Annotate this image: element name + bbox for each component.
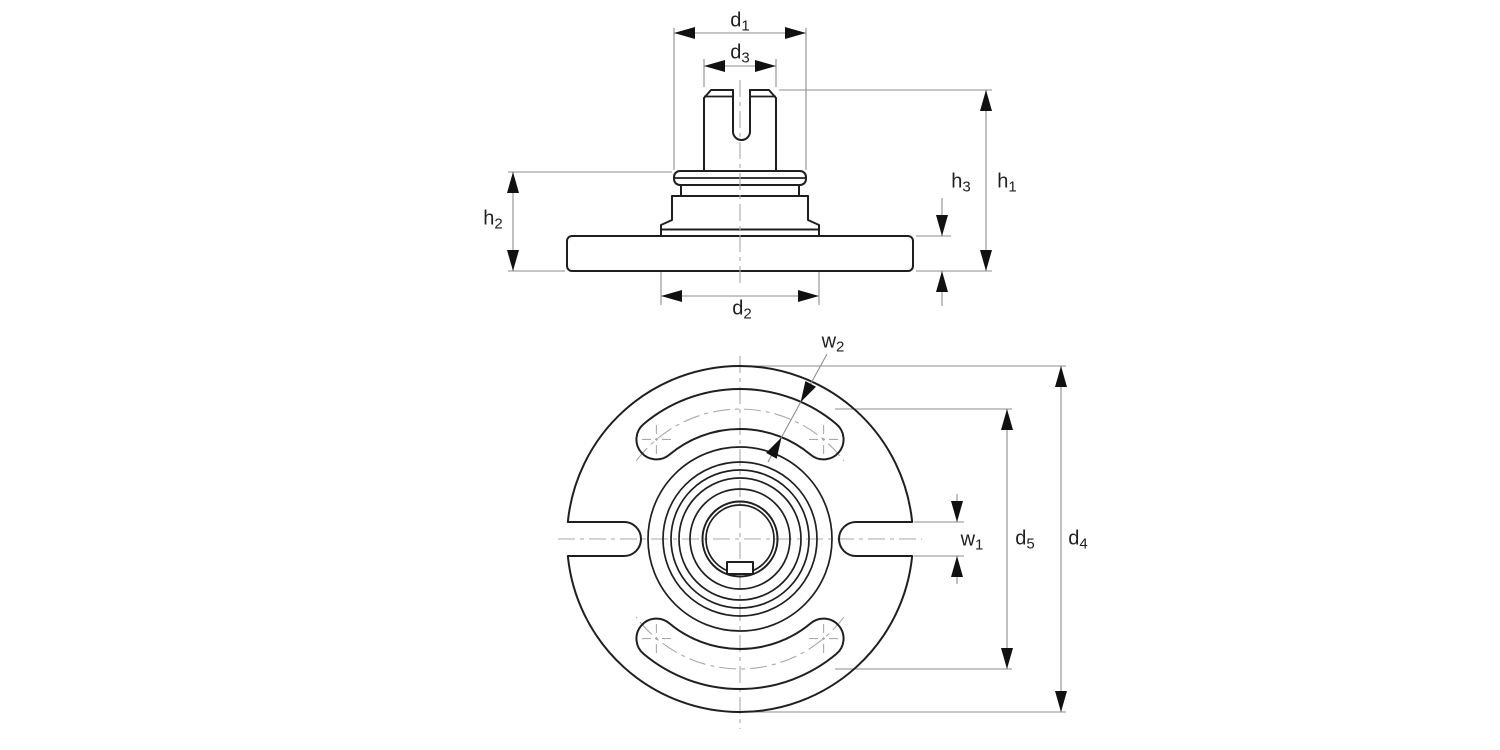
label-d4: d4: [1068, 529, 1087, 552]
arrow-d3-left: [704, 60, 725, 72]
keyway-notch: [726, 561, 754, 575]
kidney-slot-bottom: [635, 617, 845, 690]
bottom-view: [558, 353, 1067, 729]
label-w1-base: w: [960, 528, 976, 551]
label-h1: h1: [997, 172, 1016, 195]
flange-outer-contour-with-notches: [566, 365, 914, 713]
label-d4-base: d: [1068, 527, 1080, 550]
label-d2-sub: 2: [743, 305, 752, 323]
label-h2-base: h: [483, 207, 495, 230]
label-h2: h2: [483, 209, 502, 232]
label-d4-sub: 4: [1079, 535, 1088, 553]
label-w1: w1: [961, 530, 984, 553]
label-h1-sub: 1: [1008, 178, 1017, 196]
boss-circle-3: [670, 469, 810, 609]
arrow-d1-left: [674, 27, 695, 39]
slot-end-center-marks: [642, 425, 838, 653]
label-h3-sub: 3: [962, 178, 971, 196]
arrow-w2-inner: [766, 437, 782, 459]
label-d5: d5: [1015, 529, 1034, 552]
label-w1-sub: 1: [975, 536, 984, 554]
arrow-d2-right: [798, 290, 819, 302]
label-d1-sub: 1: [741, 17, 750, 35]
label-d3-base: d: [730, 41, 742, 64]
arrow-d3-right: [755, 60, 776, 72]
arrow-d5-bottom: [1001, 648, 1013, 669]
label-d3-sub: 3: [741, 49, 750, 67]
label-d2: d2: [732, 299, 751, 322]
label-w2-sub: 2: [836, 338, 845, 356]
stud-outline-left: [703, 89, 734, 172]
stud-slot: [732, 89, 751, 141]
arrow-h3-bottom: [936, 271, 948, 292]
side-view-arrowheads: [507, 27, 992, 302]
bolt-circle-arc-bottom: [635, 616, 845, 670]
arrow-d4-bottom: [1055, 691, 1067, 712]
label-d5-base: d: [1015, 527, 1027, 550]
bolt-circle-arc-top: [635, 408, 845, 462]
label-d5-sub: 5: [1026, 535, 1035, 553]
slot-end-cross: [809, 425, 838, 454]
mount-bottom-outline: [566, 365, 914, 713]
label-d2-base: d: [732, 297, 744, 320]
label-h1-base: h: [997, 170, 1009, 193]
bottom-view-arrowheads: [766, 366, 1067, 712]
label-w2-base: w: [821, 330, 837, 353]
boss-circle-1: [647, 446, 833, 632]
arrow-h2-bottom: [507, 250, 519, 271]
arrow-w1-top: [951, 501, 963, 522]
label-d3: d3: [730, 43, 749, 66]
stud-outline-right: [749, 89, 777, 172]
arrow-d2-left: [661, 290, 682, 302]
slot-end-cross: [642, 425, 671, 454]
label-h2-sub: 2: [494, 215, 503, 233]
slot-end-cross: [642, 624, 671, 653]
arrow-w1-bottom: [951, 556, 963, 577]
label-d1-base: d: [730, 9, 742, 32]
label-h3: h3: [951, 172, 970, 195]
side-view: [507, 27, 992, 306]
label-h3-base: h: [951, 170, 963, 193]
label-w2: w2: [822, 332, 845, 355]
boss-circle-2: [662, 461, 818, 617]
arrow-d1-right: [785, 27, 806, 39]
arrow-w2-outer: [800, 381, 816, 403]
boss-circle-4: [678, 477, 802, 601]
bottom-view-extension-lines: [745, 365, 1066, 713]
arrow-h2-top: [507, 172, 519, 193]
arrow-h1-top: [980, 90, 992, 111]
kidney-slot-top: [635, 388, 845, 461]
boss-circle-5: [689, 488, 791, 590]
arrow-h1-bottom: [980, 250, 992, 271]
slot-end-cross: [809, 624, 838, 653]
arrow-h3-top: [936, 215, 948, 236]
center-hole-outer: [701, 500, 779, 578]
arrow-d4-top: [1055, 366, 1067, 387]
arrow-d5-top: [1001, 409, 1013, 430]
label-d1: d1: [730, 11, 749, 34]
